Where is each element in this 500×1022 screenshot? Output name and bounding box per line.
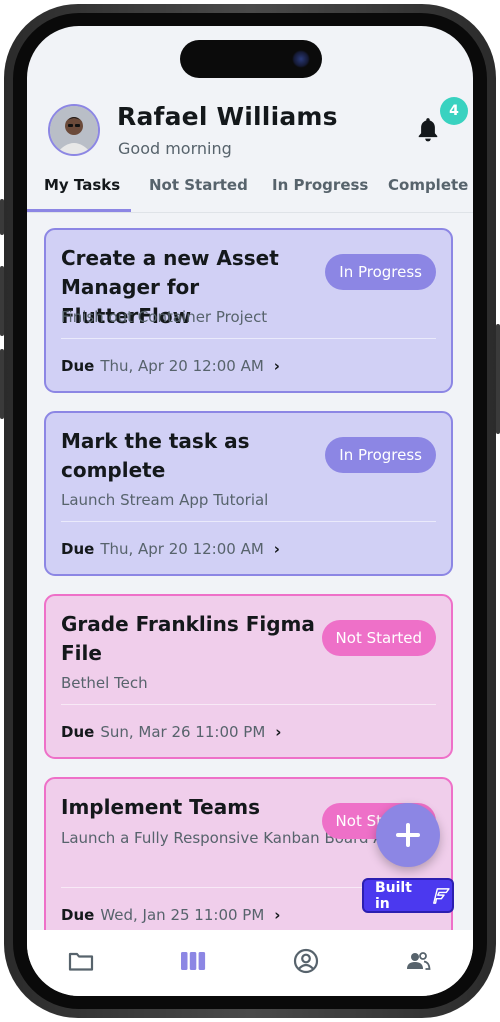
- active-tab-indicator: [27, 209, 131, 212]
- due-date: Thu, Apr 20 12:00 AM: [100, 540, 264, 558]
- card-divider: [61, 521, 436, 522]
- volume-up-button: [0, 266, 4, 336]
- chevron-right-icon[interactable]: ›: [275, 723, 282, 741]
- user-circle-icon: [293, 948, 319, 974]
- due-date: Sun, Mar 26 11:00 PM: [100, 723, 266, 741]
- status-badge: In Progress: [325, 254, 436, 290]
- card-divider: [61, 887, 436, 888]
- notification-badge: 4: [440, 97, 468, 125]
- chevron-right-icon[interactable]: ›: [273, 540, 280, 558]
- task-subtitle: Bethel Tech: [61, 674, 148, 692]
- camera-icon: [292, 50, 310, 68]
- tab-complete[interactable]: Complete: [388, 176, 469, 194]
- card-divider: [61, 338, 436, 339]
- kanban-columns-icon: [181, 952, 206, 970]
- due-label: Due: [61, 540, 95, 558]
- status-badge: In Progress: [325, 437, 436, 473]
- chevron-right-icon[interactable]: ›: [273, 357, 280, 375]
- task-tabs: My Tasks Not Started In Progress Complet…: [27, 172, 473, 213]
- due-label: Due: [61, 357, 95, 375]
- built-in-label: Built in: [375, 879, 412, 912]
- people-icon: [407, 952, 431, 970]
- status-badge: Not Started: [321, 620, 436, 656]
- task-title: Mark the task as complete: [61, 429, 250, 482]
- avatar[interactable]: [48, 104, 100, 156]
- action-button: [0, 199, 4, 235]
- task-card[interactable]: Grade Franklins Figma File Bethel Tech N…: [44, 594, 453, 759]
- greeting-text: Good morning: [118, 139, 232, 158]
- task-subtitle: Launch Stream App Tutorial: [61, 491, 269, 509]
- due-date: Thu, Apr 20 12:00 AM: [100, 357, 264, 375]
- task-subtitle: Finish out Container Project: [61, 308, 268, 326]
- card-divider: [61, 704, 436, 705]
- tab-in-progress[interactable]: In Progress: [272, 176, 369, 194]
- nav-team[interactable]: [403, 946, 433, 976]
- dynamic-island: [180, 40, 322, 78]
- due-label: Due: [61, 906, 95, 924]
- profile-header: Rafael Williams Good morning: [27, 96, 473, 166]
- power-button: [496, 324, 500, 434]
- chevron-right-icon[interactable]: ›: [274, 906, 281, 924]
- task-title: Grade Franklins Figma File: [61, 612, 315, 665]
- user-photo-icon: [50, 106, 98, 154]
- folder-icon: [68, 952, 94, 971]
- built-in-flutterflow-badge[interactable]: Built in: [362, 878, 454, 913]
- user-name: Rafael Williams: [117, 102, 338, 131]
- bell-icon[interactable]: [415, 116, 441, 144]
- nav-profile[interactable]: [291, 946, 321, 976]
- due-row: Due Thu, Apr 20 12:00 AM ›: [61, 357, 280, 375]
- due-row: Due Wed, Jan 25 11:00 PM ›: [61, 906, 280, 924]
- plus-icon: [396, 823, 420, 847]
- flutterflow-logo-icon: [433, 887, 451, 904]
- task-card[interactable]: Create a new Asset Manager for FlutterFl…: [44, 228, 453, 393]
- nav-folder[interactable]: [66, 946, 96, 976]
- bottom-navigation: [27, 930, 473, 996]
- add-task-button[interactable]: [376, 803, 440, 867]
- due-label: Due: [61, 723, 95, 741]
- tab-not-started[interactable]: Not Started: [149, 176, 248, 194]
- task-title: Implement Teams: [61, 795, 260, 819]
- due-date: Wed, Jan 25 11:00 PM: [100, 906, 265, 924]
- app-screen: Rafael Williams Good morning 4 My Tasks …: [27, 26, 473, 996]
- tab-my-tasks[interactable]: My Tasks: [44, 176, 121, 194]
- volume-down-button: [0, 349, 4, 419]
- due-row: Due Sun, Mar 26 11:00 PM ›: [61, 723, 281, 741]
- task-title: Create a new Asset Manager for FlutterFl…: [61, 246, 279, 328]
- nav-board[interactable]: [178, 946, 208, 976]
- task-subtitle: Launch a Fully Responsive Kanban Board A…: [61, 829, 403, 847]
- due-row: Due Thu, Apr 20 12:00 AM ›: [61, 540, 280, 558]
- task-card[interactable]: Mark the task as complete Launch Stream …: [44, 411, 453, 576]
